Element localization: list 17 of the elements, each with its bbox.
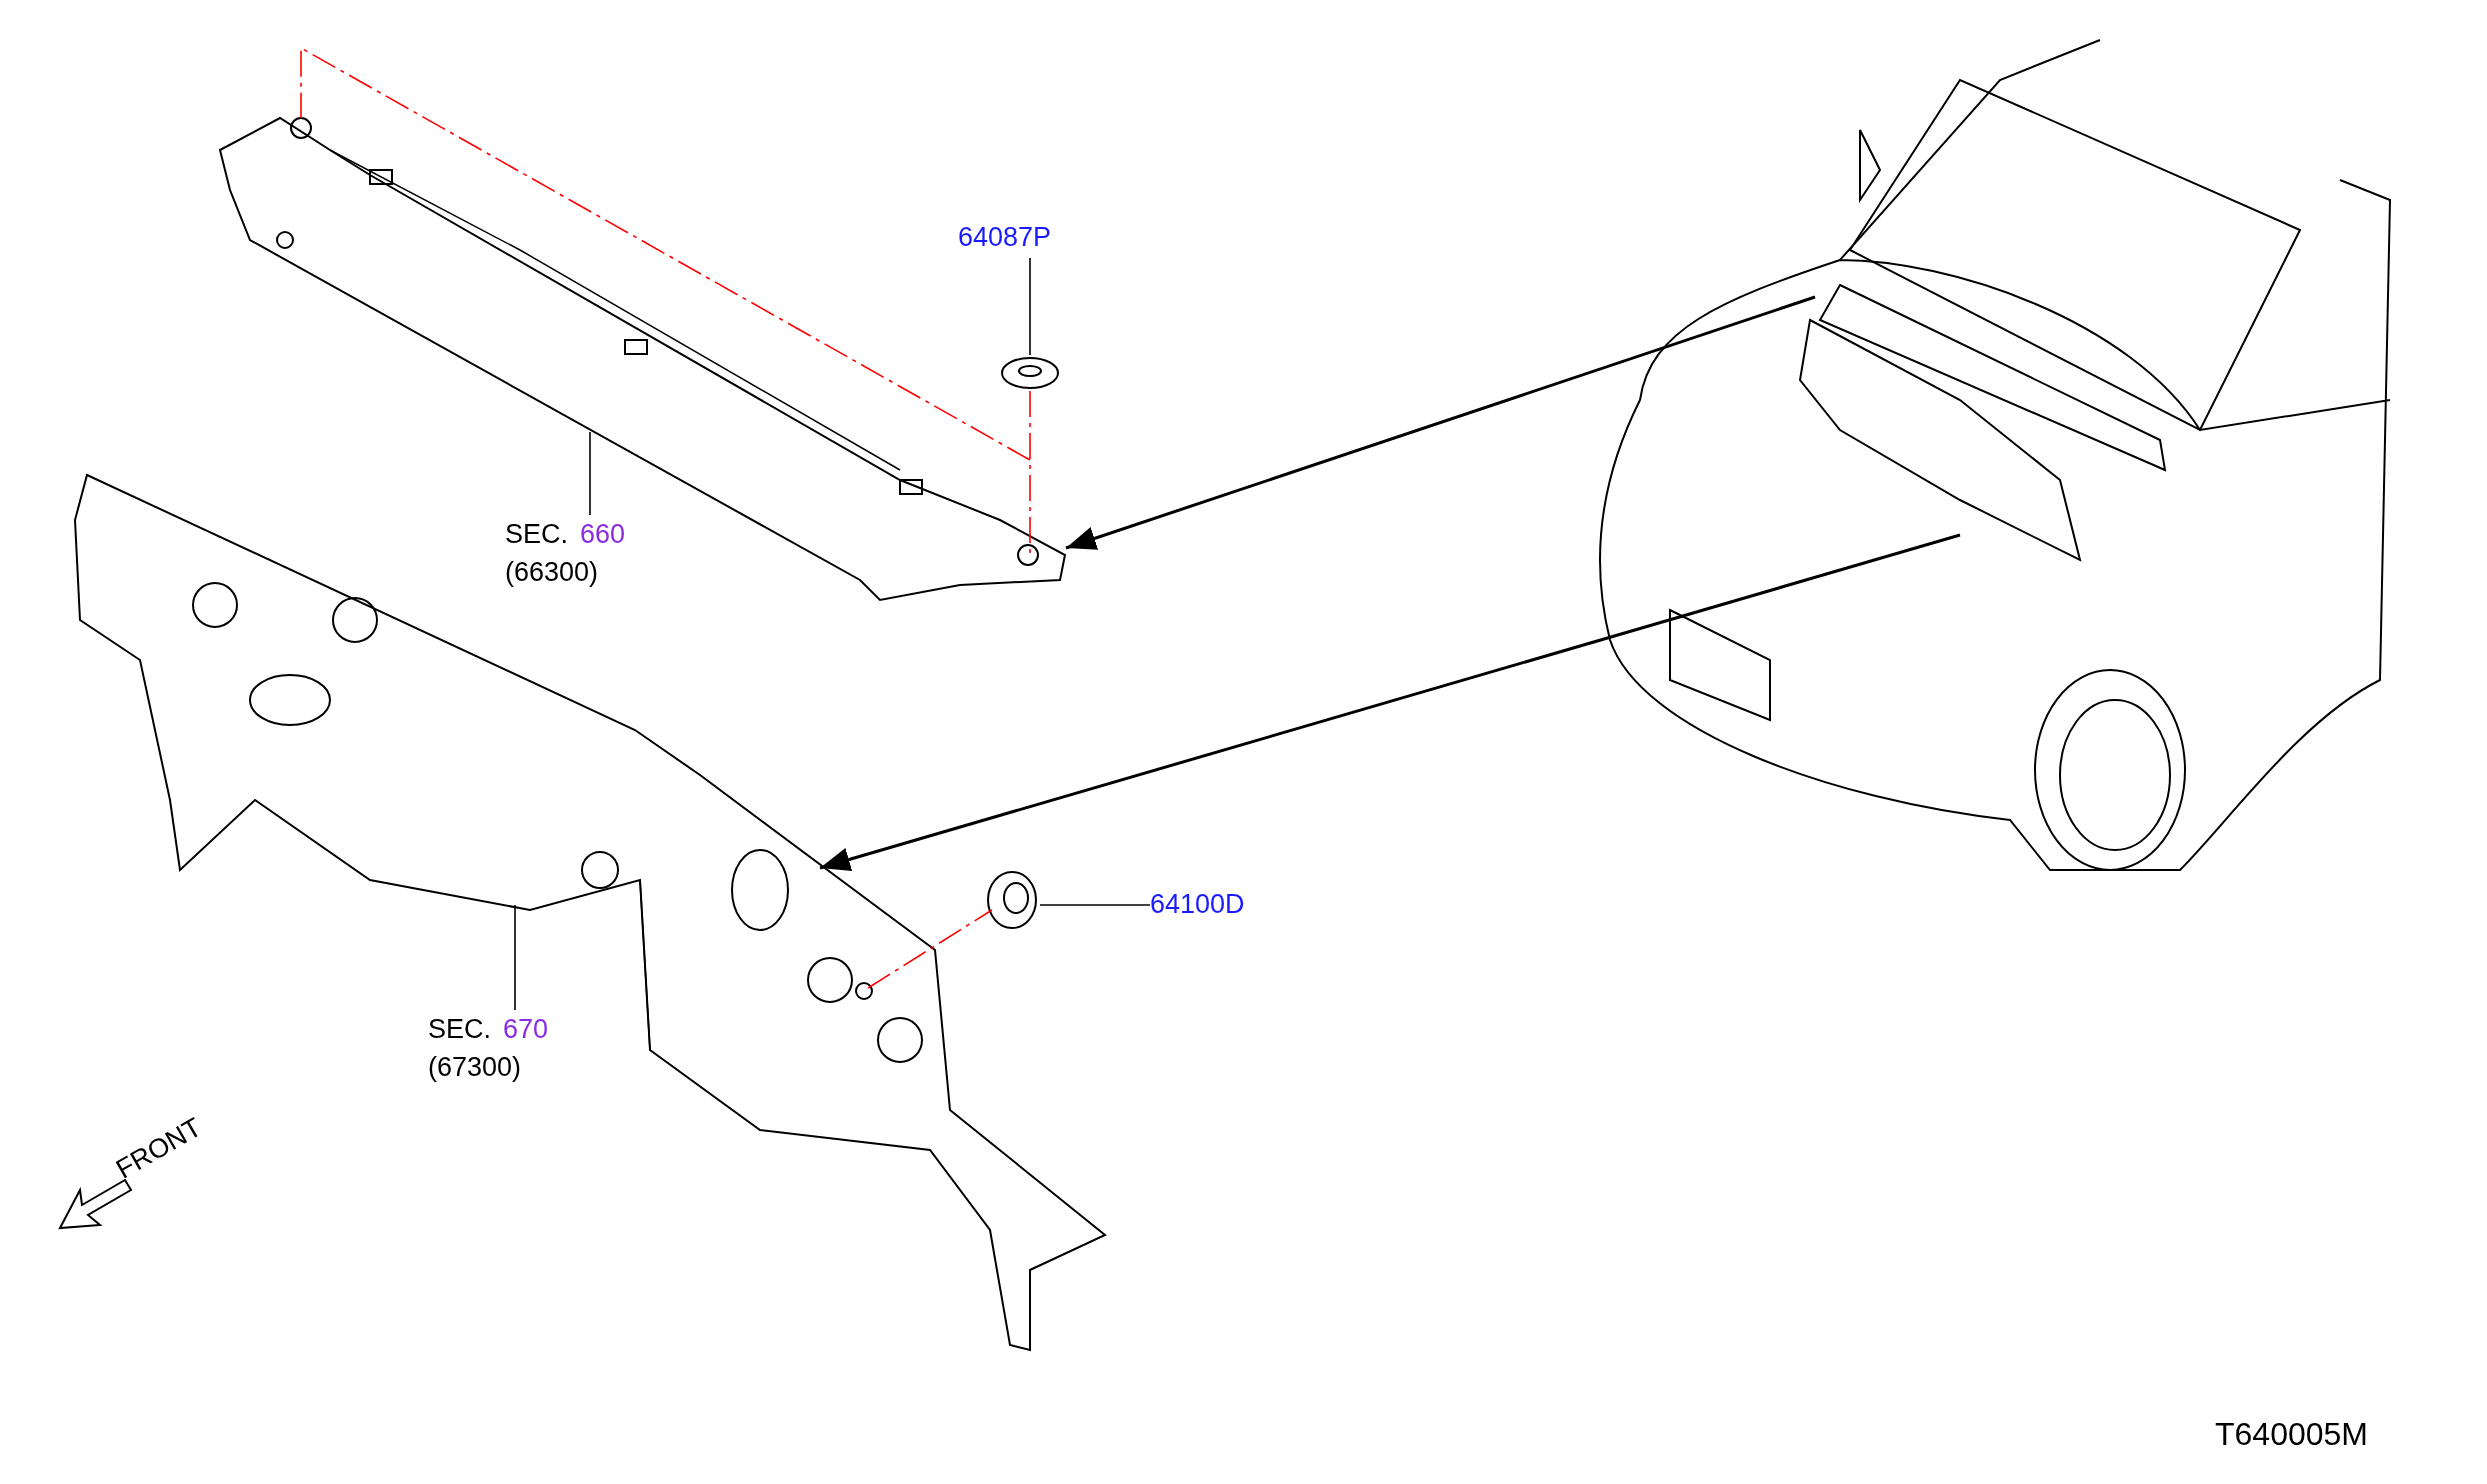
- part-code: (67300): [428, 1052, 522, 1082]
- section-number: 660: [580, 519, 626, 549]
- section-label: SEC.: [428, 1014, 492, 1044]
- arrow: [1065, 295, 1816, 550]
- part-number: 64087P: [958, 218, 1052, 256]
- leader-line: [514, 904, 516, 1011]
- arrow: [819, 533, 1961, 872]
- leader-line: [1029, 257, 1031, 356]
- alignment-line: [1029, 390, 1031, 556]
- part-code: (66300): [505, 557, 599, 587]
- leader-line: [1039, 904, 1151, 906]
- part-number: 64100D: [1150, 885, 1245, 923]
- alignment-line: [867, 909, 993, 989]
- section-label: SEC.: [505, 519, 569, 549]
- drawing-number: T640005M: [2215, 1415, 2368, 1453]
- leader-line: [589, 431, 591, 516]
- section-number: 670: [503, 1014, 549, 1044]
